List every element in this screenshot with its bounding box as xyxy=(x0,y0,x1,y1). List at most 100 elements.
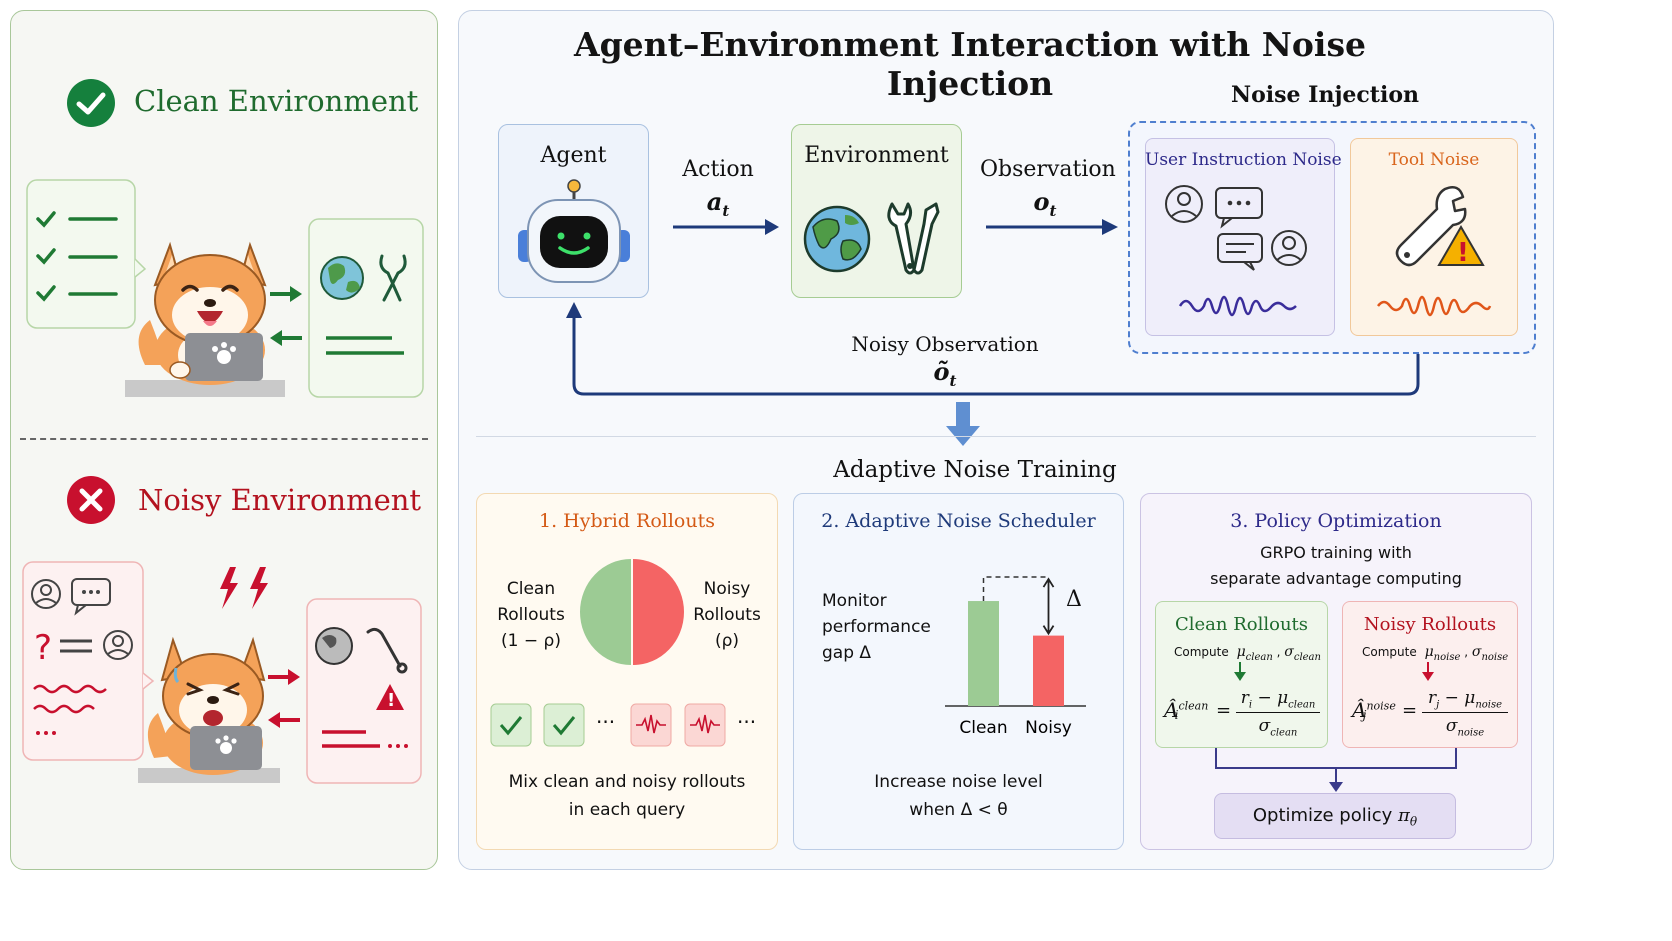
scheduler-caption: Increase noise level when Δ < θ xyxy=(793,768,1124,824)
scheduler-caption-l1: Increase noise level xyxy=(874,772,1043,792)
noisy-mu-sub: noise xyxy=(1433,651,1461,663)
scheduler-title: 2. Adaptive Noise Scheduler xyxy=(821,510,1096,532)
noisy-obs-label: Noisy Observation xyxy=(851,332,1039,356)
observation-label: Observation xyxy=(980,157,1116,182)
optimize-theta: θ xyxy=(1409,814,1418,829)
user-noise-wave xyxy=(1178,295,1297,317)
noisy-feedback-loop xyxy=(566,302,1420,396)
clean-env-box xyxy=(308,218,424,398)
wrench-screwdriver-icon xyxy=(887,202,940,275)
lightning-icon xyxy=(220,567,268,609)
noisy-r-sub: j xyxy=(1436,699,1440,711)
noise-injection-label: Noise Injection xyxy=(1230,82,1419,108)
merge-connector xyxy=(1215,748,1457,792)
down-arrow-icon xyxy=(946,402,980,446)
svg-text:!: ! xyxy=(387,690,395,711)
observation-symbol-o: o xyxy=(1033,187,1050,216)
clean-advantage-formula: Âclean Ai = ri − μclean σclean xyxy=(1164,688,1324,738)
noisy-rollouts-l3: (ρ) xyxy=(714,631,740,651)
clean-env-title: Clean Environment xyxy=(134,84,419,118)
user-chat-icons xyxy=(1165,185,1307,271)
noisy-mu: μ xyxy=(1424,644,1434,660)
svg-text:?: ? xyxy=(34,628,52,668)
clean-eq: = xyxy=(1216,700,1232,721)
clean-A-i: i xyxy=(1174,708,1179,722)
clean-mu2-sub: clean xyxy=(1288,699,1316,711)
clean-minus: − xyxy=(1257,688,1272,708)
wrench-warning-icon: ! xyxy=(1395,186,1485,268)
noisy-sigma: σ xyxy=(1471,644,1482,660)
observation-arrow xyxy=(986,219,1118,235)
noisy-compute-word: Compute xyxy=(1362,645,1417,659)
action-arrow xyxy=(673,219,779,235)
noisy-sigma-sub: noise xyxy=(1481,651,1509,663)
noisy-rollout-chip-1 xyxy=(630,703,672,747)
hybrid-caption: Mix clean and noisy rollouts in each que… xyxy=(476,768,778,824)
clean-A-sup: clean xyxy=(1178,699,1209,713)
user-noise-box xyxy=(1145,138,1335,336)
hybrid-caption-l2: in each query xyxy=(568,800,686,820)
hybrid-title: 1. Hybrid Rollouts xyxy=(539,510,715,532)
check-circle-icon xyxy=(67,79,115,127)
hybrid-pie xyxy=(580,559,684,665)
gap-bar-chart: Clean Noisy xyxy=(945,576,1086,738)
clean-rollouts-l2: Rollouts xyxy=(497,605,565,625)
clean-mu-sub: clean xyxy=(1245,651,1273,663)
bar-label-noisy: Noisy xyxy=(1025,718,1072,738)
tool-noise-label: Tool Noise xyxy=(1388,150,1480,170)
chip-ellipsis-1: ··· xyxy=(596,710,616,734)
clean-compute-arrow xyxy=(1234,662,1246,681)
hybrid-caption-l1: Mix clean and noisy rollouts xyxy=(508,772,746,792)
observation-symbol: ot xyxy=(980,187,1110,220)
action-label: Action xyxy=(682,157,754,182)
noisy-minus: − xyxy=(1444,688,1459,708)
clean-rollouts-l3: (1 − ρ) xyxy=(501,631,561,651)
noisy-compute-arrow xyxy=(1422,662,1434,681)
noisy-obs-symbol-o: õ xyxy=(933,357,950,386)
policy-title: 3. Policy Optimization xyxy=(1230,510,1442,532)
checklist-bubble xyxy=(26,179,147,329)
clean-compute-word: Compute xyxy=(1174,645,1229,659)
noisy-frac-bar xyxy=(1422,712,1508,713)
clean-compute-line: Compute μclean , σclean xyxy=(1174,644,1321,663)
noisy-env-title: Noisy Environment xyxy=(138,483,422,517)
noisy-A-sup: noise xyxy=(1366,699,1396,713)
action-symbol-a: a xyxy=(706,187,723,216)
training-title: Adaptive Noise Training xyxy=(833,457,1117,483)
observation-symbol-sub: t xyxy=(1049,201,1057,220)
delta-label: Δ xyxy=(1066,587,1082,612)
bar-clean xyxy=(968,601,999,706)
clean-flow-arrows xyxy=(270,286,302,346)
noisy-eq: = xyxy=(1402,700,1418,721)
bar-label-clean: Clean xyxy=(959,718,1007,738)
clean-formula-title: Clean Rollouts xyxy=(1174,614,1309,635)
environment-label: Environment xyxy=(804,143,949,168)
hybrid-rollouts-panel xyxy=(476,493,778,850)
tool-noise-wave xyxy=(1377,295,1492,317)
noisy-flow-arrows xyxy=(268,669,300,728)
agent-label: Agent xyxy=(540,143,607,168)
gap-arrow xyxy=(1042,577,1055,636)
noisy-bubble: ? xyxy=(22,561,155,761)
noisy-rollouts-label: Noisy Rollouts (ρ) xyxy=(684,576,770,654)
noisy-obs-symbol: õt xyxy=(890,357,1000,390)
clean-sigma2: σ xyxy=(1258,716,1271,736)
monitor-l3: gap Δ xyxy=(822,643,872,663)
policy-sub-l1: GRPO training with xyxy=(1260,543,1412,562)
monitor-l1: Monitor xyxy=(822,591,887,611)
clean-rollouts-l1: Clean xyxy=(506,579,556,599)
gap-bracket xyxy=(982,576,1049,602)
clean-rollouts-label: Clean Rollouts (1 − ρ) xyxy=(488,576,574,654)
noisy-rollouts-l1: Noisy xyxy=(703,579,751,599)
noisy-A-j: j xyxy=(1362,708,1367,722)
noisy-obs-symbol-sub: t xyxy=(949,371,957,390)
x-circle-icon xyxy=(67,476,115,524)
scheduler-panel xyxy=(793,493,1124,850)
svg-text:!: ! xyxy=(1457,238,1469,268)
noisy-compute-line: Compute μnoise , σnoise xyxy=(1362,644,1509,663)
chip-ellipsis-2: ··· xyxy=(737,710,757,734)
action-symbol-sub: t xyxy=(722,201,730,220)
clean-sigma-sub: clean xyxy=(1293,651,1321,663)
monitor-label: Monitor performance gap Δ xyxy=(822,588,931,666)
clean-mu2: μ xyxy=(1277,688,1289,708)
